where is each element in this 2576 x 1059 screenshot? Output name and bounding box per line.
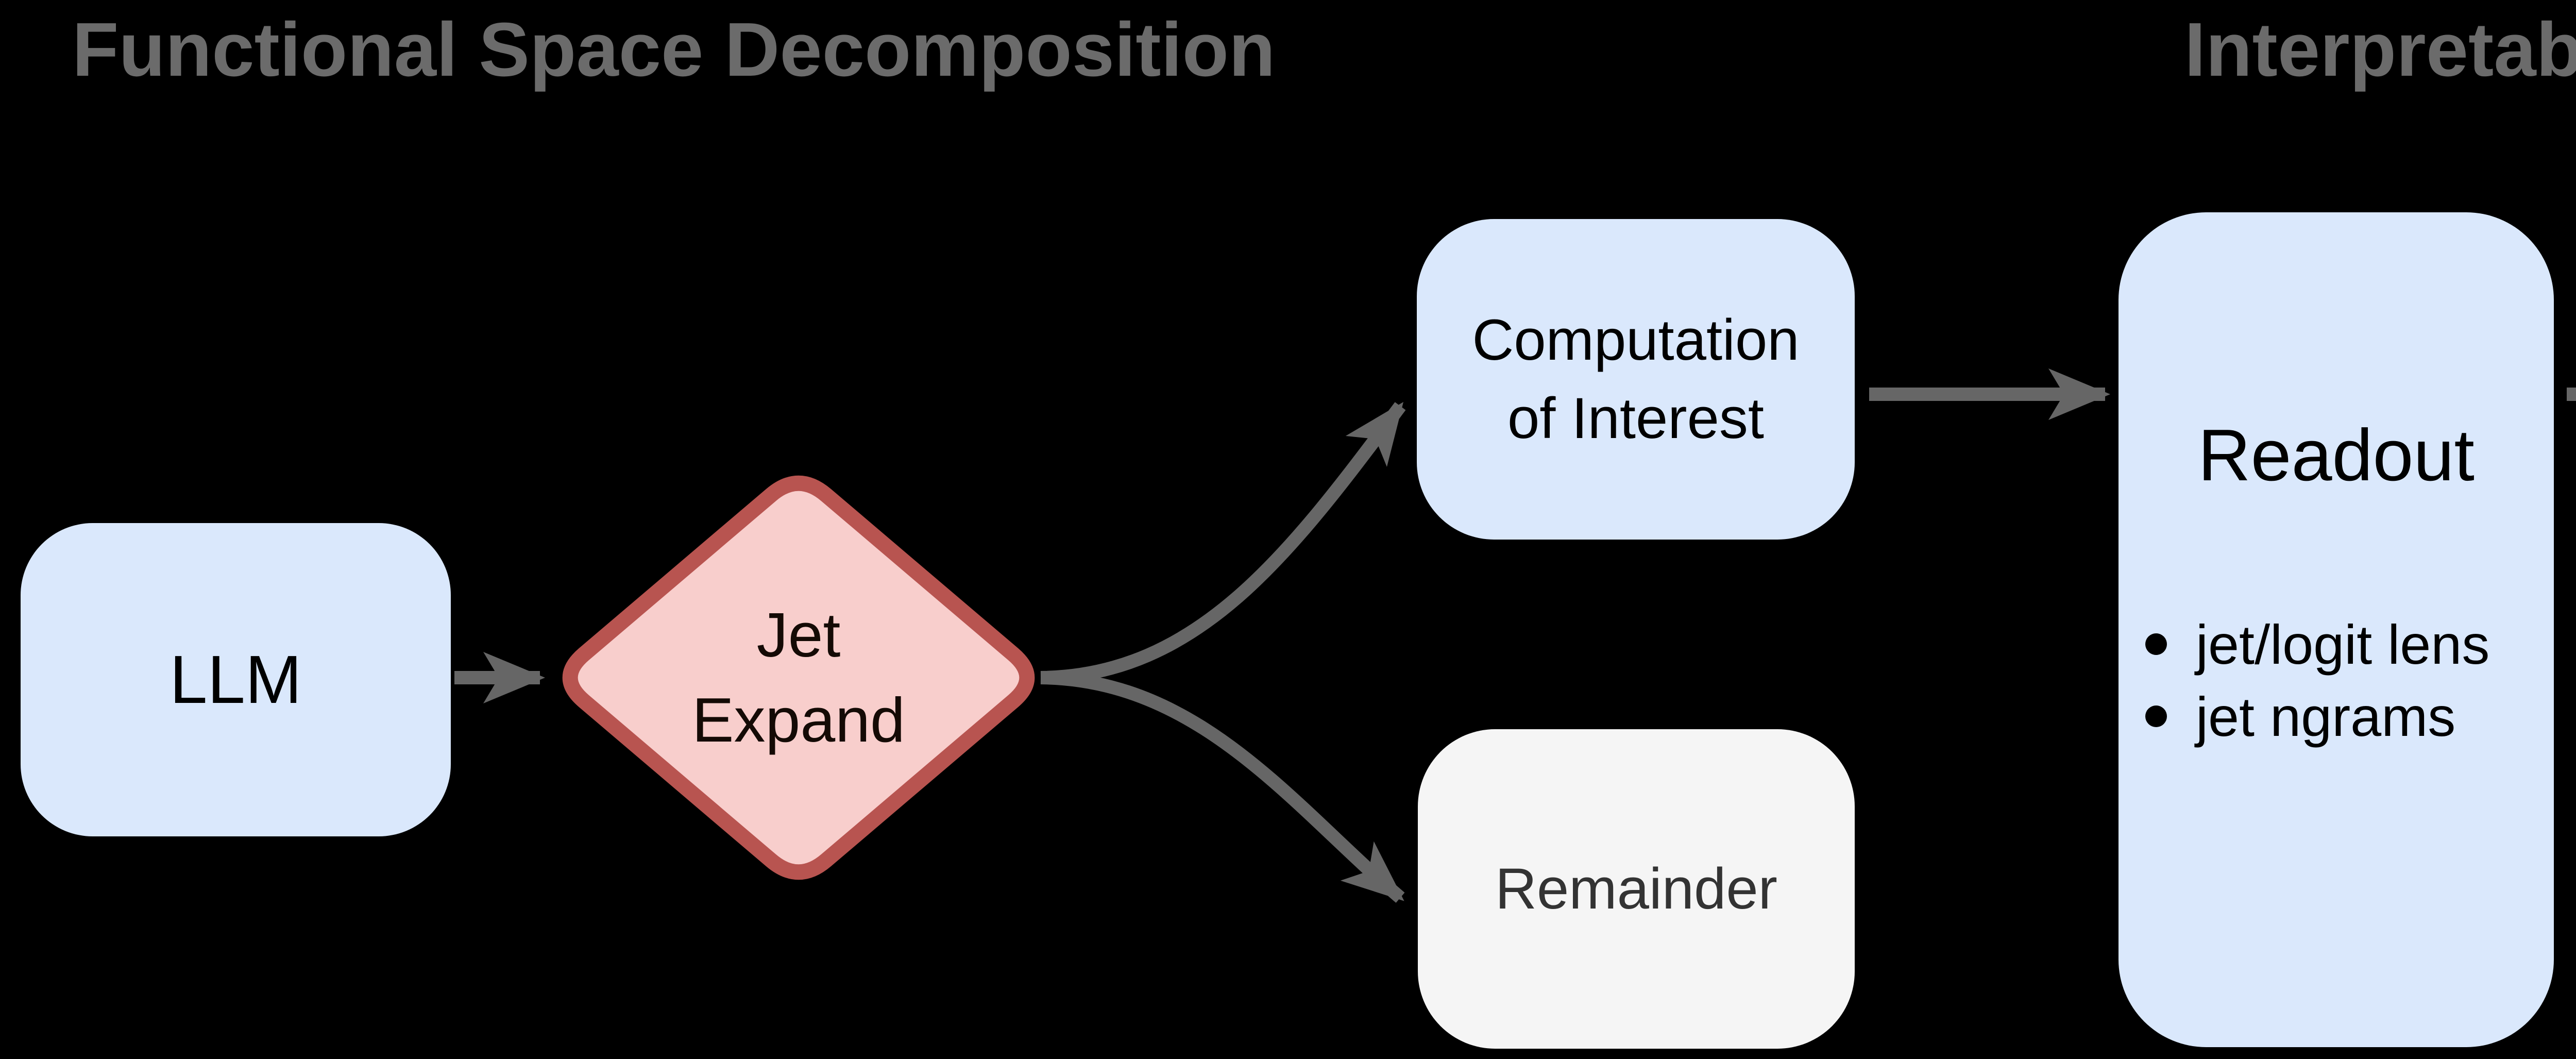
bullet-dot-icon bbox=[2145, 705, 2167, 727]
bullet-dot-icon bbox=[2145, 633, 2167, 655]
jet-expand-label-line2: Expand bbox=[692, 685, 905, 755]
node-remainder: Remainder bbox=[1418, 729, 1855, 1049]
readout-bullet-item: jet/logit lens bbox=[2119, 608, 2554, 680]
readout-bullet-item: jet ngrams bbox=[2119, 680, 2554, 752]
computation-label-line2: of Interest bbox=[1507, 386, 1765, 450]
node-jet-expand: Jet Expand bbox=[556, 523, 1041, 832]
node-readout: Readout jet/logit lens jet ngrams bbox=[2119, 212, 2554, 1047]
remainder-label: Remainder bbox=[1495, 856, 1777, 921]
readout-bullet-list: jet/logit lens jet ngrams bbox=[2119, 608, 2554, 752]
jet-expand-diamond-shape bbox=[562, 475, 1035, 880]
heading-functional-space-decomposition: Functional Space Decomposition bbox=[72, 7, 1276, 92]
jet-expand-label-line1: Jet bbox=[756, 600, 841, 670]
node-llm: LLM bbox=[21, 523, 451, 836]
computation-label-line1: Computation bbox=[1472, 308, 1800, 372]
llm-label: LLM bbox=[170, 642, 302, 717]
node-computation-of-interest: Computation of Interest bbox=[1417, 219, 1855, 540]
readout-bullet-text: jet ngrams bbox=[2196, 685, 2456, 748]
readout-bullet-text: jet/logit lens bbox=[2196, 613, 2490, 676]
arrow-jet-expand-to-remainder bbox=[1040, 671, 1405, 903]
arrow-jet-expand-to-computation bbox=[1040, 402, 1406, 684]
heading-interpretability: Interpretability bbox=[2184, 7, 2576, 92]
readout-title: Readout bbox=[2198, 414, 2475, 496]
